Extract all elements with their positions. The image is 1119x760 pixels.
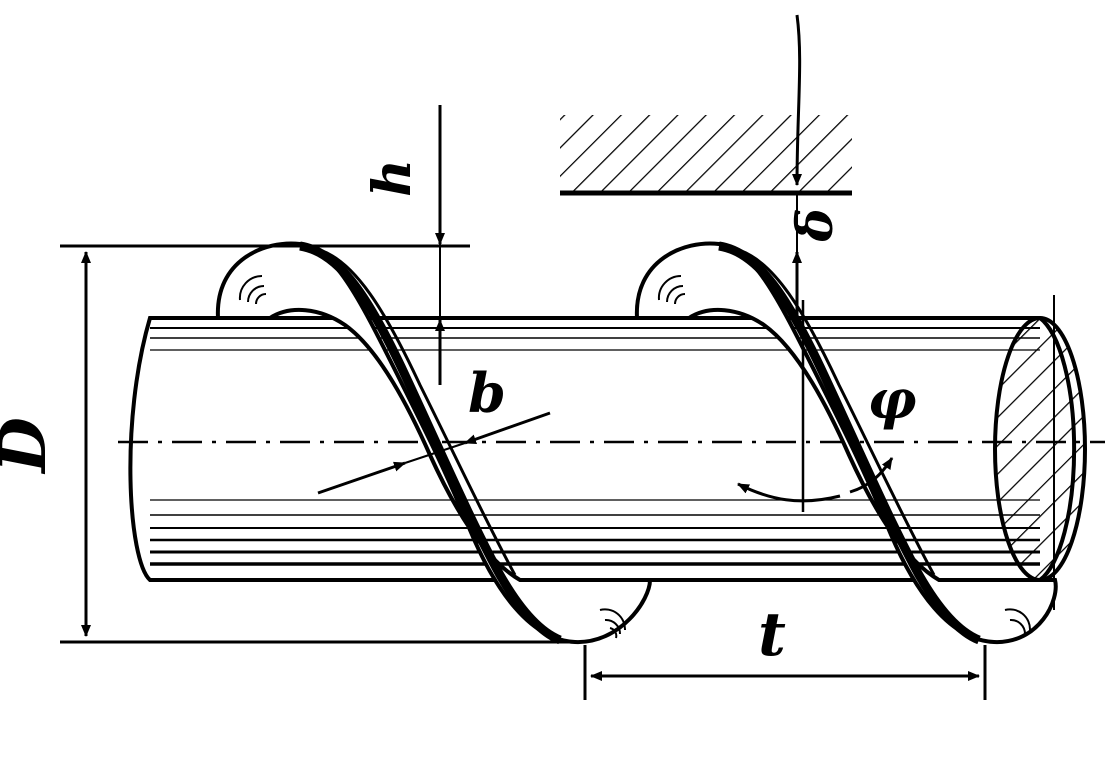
label-h: h (362, 159, 423, 197)
casing-wall (560, 115, 852, 196)
label-phi: φ (868, 367, 917, 431)
screw-flight-2 (634, 241, 1058, 645)
shaft (128, 316, 1077, 582)
screw-flight-1 (215, 241, 653, 645)
label-delta: δ (785, 208, 844, 242)
label-b: b (468, 361, 506, 425)
dimension-D (60, 244, 585, 644)
angle-phi (737, 300, 894, 512)
label-D: D (0, 417, 61, 475)
dimension-t (583, 645, 987, 700)
dimension-b (317, 411, 551, 495)
label-t: t (758, 600, 786, 670)
dimension-delta (792, 14, 803, 320)
